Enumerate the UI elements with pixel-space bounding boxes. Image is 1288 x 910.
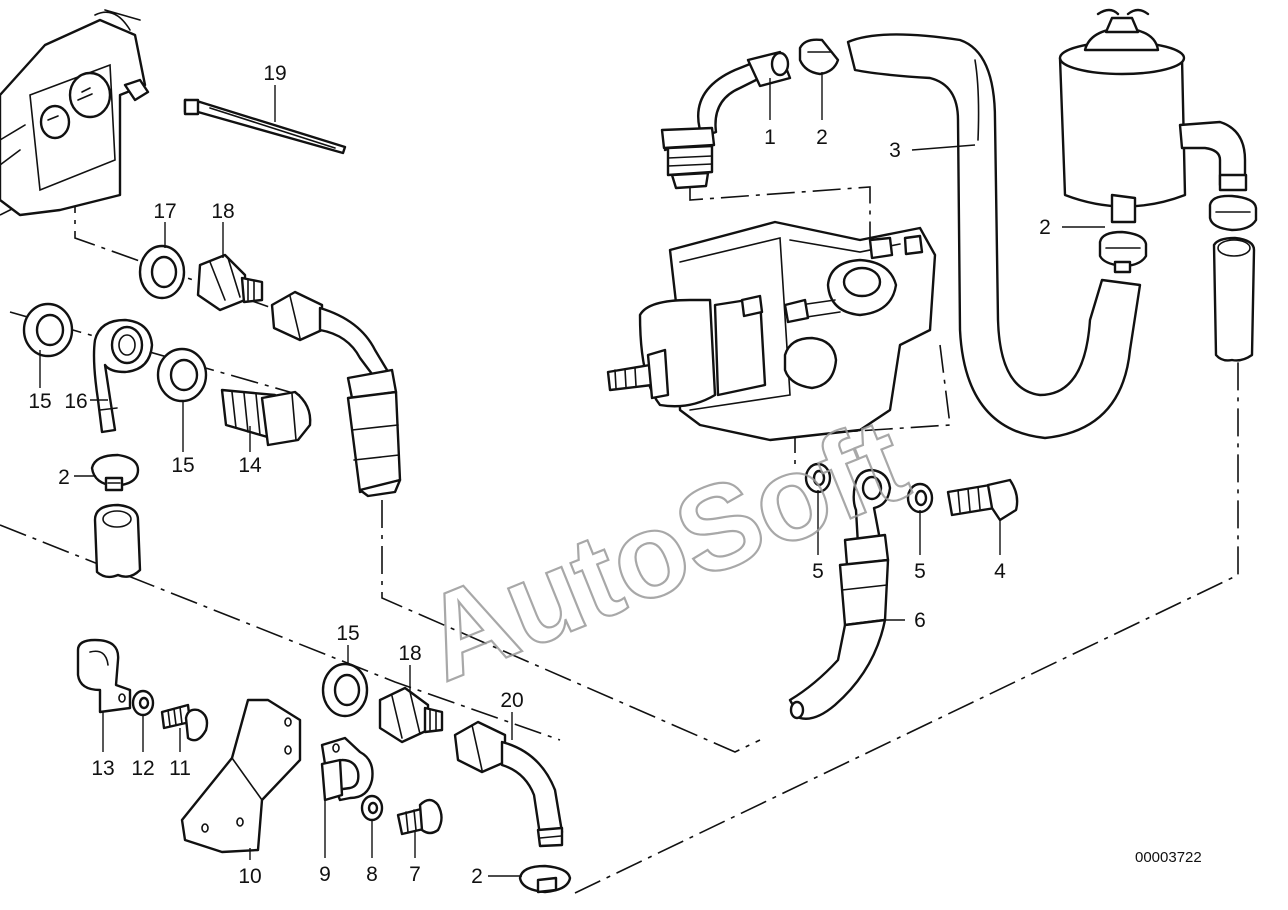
callout-2-left: 2 — [58, 466, 70, 489]
callout-14: 14 — [238, 454, 262, 477]
hose-1 — [660, 50, 792, 190]
pressure-hose-6 — [788, 468, 892, 720]
callout-3: 3 — [889, 139, 901, 162]
callout-19: 19 — [263, 62, 286, 85]
callout-2-bottom: 2 — [471, 865, 483, 888]
return-hose-3 — [846, 33, 1142, 440]
callout-13: 13 — [91, 757, 114, 780]
pump-body — [606, 220, 937, 442]
callout-12: 12 — [131, 757, 154, 780]
callout-9: 9 — [319, 863, 331, 886]
hose-clamp-2-top — [798, 38, 840, 76]
callout-20: 20 — [500, 689, 523, 712]
union-screw-18-top — [196, 253, 264, 312]
pressure-line-20 — [453, 720, 564, 848]
reservoir — [1058, 8, 1248, 224]
callout-17: 17 — [153, 200, 176, 223]
bracket-13 — [76, 638, 132, 714]
callout-4: 4 — [994, 560, 1006, 583]
seal-ring-17 — [138, 244, 186, 300]
hollow-bolt-4 — [946, 478, 1019, 522]
assembly-lines — [0, 185, 1239, 894]
hose-clamp-2-right — [1098, 230, 1148, 274]
callout-18-top: 18 — [211, 200, 234, 223]
cable-tie-19 — [183, 98, 347, 155]
hose-section-left — [93, 503, 142, 579]
washer-8 — [360, 794, 384, 822]
housing-fragment — [0, 9, 150, 217]
washer-12 — [131, 689, 155, 717]
seal-ring-15-bottom — [321, 662, 369, 718]
callout-5-left: 5 — [812, 560, 824, 583]
callout-2-right: 2 — [1039, 216, 1051, 239]
seal-ring-15-left — [22, 302, 74, 358]
bolt-7 — [396, 798, 443, 836]
clip-9 — [320, 736, 374, 802]
callout-18-bottom: 18 — [398, 642, 421, 665]
seal-ring-15-mid — [156, 347, 208, 403]
hollow-bolt-14 — [220, 388, 312, 447]
bracket-plate-10 — [180, 698, 302, 854]
callout-16: 16 — [64, 390, 87, 413]
callout-7: 7 — [409, 863, 421, 886]
callout-6: 6 — [914, 609, 926, 632]
hose-clamp-right-vertical — [1208, 194, 1258, 232]
pressure-hose-top — [270, 290, 402, 498]
callout-15-left: 15 — [28, 390, 51, 413]
hose-clamp-2-left — [90, 453, 140, 492]
callout-5-right: 5 — [914, 560, 926, 583]
union-screw-18-bottom — [378, 686, 444, 744]
banjo-fitting-16 — [92, 318, 154, 434]
leader-lines — [39, 72, 1105, 877]
hose-section-right — [1212, 236, 1256, 362]
callout-1: 1 — [764, 126, 776, 149]
callout-10: 10 — [238, 865, 261, 888]
callout-2-top: 2 — [816, 126, 828, 149]
bolt-11 — [160, 703, 209, 742]
callout-15-mid: 15 — [171, 454, 194, 477]
callout-labels: 1 2 3 2 19 17 18 15 16 15 14 2 5 5 4 6 1… — [28, 62, 1051, 888]
callout-11: 11 — [169, 757, 191, 780]
diagram-id: 00003722 — [1135, 849, 1202, 866]
callout-15-bottom: 15 — [336, 622, 359, 645]
callout-8: 8 — [366, 863, 378, 886]
hose-clamp-2-bottom — [518, 864, 572, 894]
